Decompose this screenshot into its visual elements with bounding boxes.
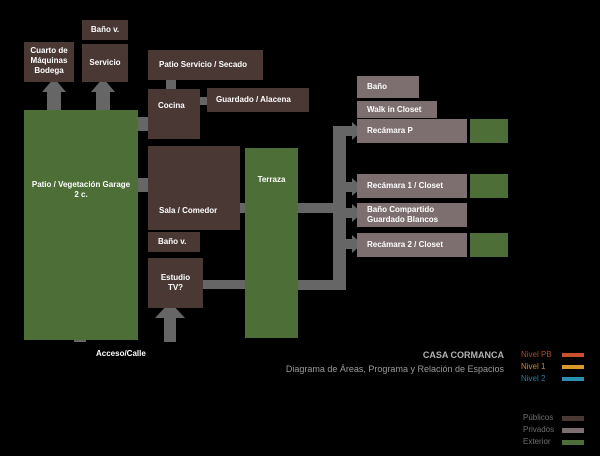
room-patio-servicio-label: Patio Servicio / Secado <box>159 60 248 69</box>
room-guardado-label: Guardado / Alacena <box>216 95 291 104</box>
room-recamara-2-label: Recámara 2 / Closet <box>367 240 444 249</box>
exterior-recamara-p <box>470 119 508 143</box>
room-recamara-2: Recámara 2 / Closet <box>357 233 467 257</box>
room-cocina-label: Cocina <box>158 101 185 110</box>
room-sala-comedor: Sala / Comedor <box>148 146 240 230</box>
room-recamara-1: Recámara 1 / Closet <box>357 174 467 198</box>
room-patio-vegetacion: Patio / Vegetación Garage 2 c. <box>24 110 138 340</box>
room-servicio-label: Servicio <box>89 58 121 67</box>
legend-nivel-pb-swatch <box>562 353 584 357</box>
legend-privados-swatch <box>562 428 584 433</box>
connector-cocina-guardado <box>196 97 210 105</box>
room-recamara-p: Recámara P <box>357 119 467 143</box>
diagram-title: CASA CORMANCA <box>422 350 504 360</box>
room-cuarto-maquinas-label: Cuarto de Máquinas Bodega <box>30 46 68 75</box>
room-bano-top: Baño v. <box>82 20 128 40</box>
arrow-to-recamara-1 <box>333 178 362 196</box>
room-recamara-p-label: Recámara P <box>367 126 413 135</box>
room-bano-right-label: Baño <box>367 82 387 91</box>
legend-nivel-1-swatch <box>562 365 584 369</box>
room-estudio-label: Estudio TV? <box>160 273 191 292</box>
corridor-estudio <box>290 280 346 290</box>
room-patio-vegetacion-label: Patio / Vegetación Garage 2 c. <box>31 180 131 199</box>
room-walk-in-label: Walk in Closet <box>367 105 422 114</box>
room-terraza: Terraza <box>245 148 298 338</box>
connector-servicio-cocina <box>166 80 176 96</box>
room-estudio: Estudio TV? <box>148 258 203 308</box>
corridor-estudio-terraza <box>198 280 252 289</box>
legend-publicos-swatch <box>562 416 584 421</box>
room-bano-mid: Baño v. <box>148 232 200 252</box>
room-terraza-label: Terraza <box>257 175 286 184</box>
exterior-recamara-1 <box>470 174 508 198</box>
room-recamara-1-label: Recámara 1 / Closet <box>367 181 444 190</box>
room-bano-mid-label: Baño v. <box>158 237 187 246</box>
room-walk-in: Walk in Closet <box>357 101 437 118</box>
room-bano-compartido-label: Baño Compartido Guardado Blancos <box>367 205 439 224</box>
legend-publicos: Públicos <box>523 413 554 422</box>
acceso-label: Acceso/Calle <box>96 349 146 358</box>
room-bano-compartido: Baño Compartido Guardado Blancos <box>357 203 467 227</box>
room-bano-top-label: Baño v. <box>90 25 120 34</box>
arrow-to-recamara-p <box>333 122 362 140</box>
arrow-to-bano-compartido <box>333 204 362 222</box>
exterior-recamara-2 <box>470 233 508 257</box>
legend-nivel-2: Nivel 2 <box>521 374 546 383</box>
legend-nivel-pb: Nivel PB <box>521 350 552 359</box>
room-patio-servicio: Patio Servicio / Secado <box>148 50 263 80</box>
room-sala-comedor-label: Sala / Comedor <box>159 206 218 215</box>
room-servicio: Servicio <box>82 44 128 82</box>
room-guardado: Guardado / Alacena <box>207 88 309 112</box>
legend-nivel-1: Nivel 1 <box>521 362 546 371</box>
diagram-subtitle: Diagrama de Áreas, Programa y Relación d… <box>285 364 504 374</box>
arrow-to-recamara-2 <box>333 235 362 253</box>
arrow-acceso-estudio <box>155 302 185 342</box>
legend-exterior: Exterior <box>523 437 551 446</box>
legend-privados: Privados <box>523 425 555 434</box>
legend-nivel-2-swatch <box>562 377 584 381</box>
room-bano-right: Baño <box>357 76 419 98</box>
room-cuarto-maquinas: Cuarto de Máquinas Bodega <box>24 42 74 82</box>
legend-exterior-swatch <box>562 440 584 445</box>
room-cocina: Cocina <box>148 89 200 139</box>
